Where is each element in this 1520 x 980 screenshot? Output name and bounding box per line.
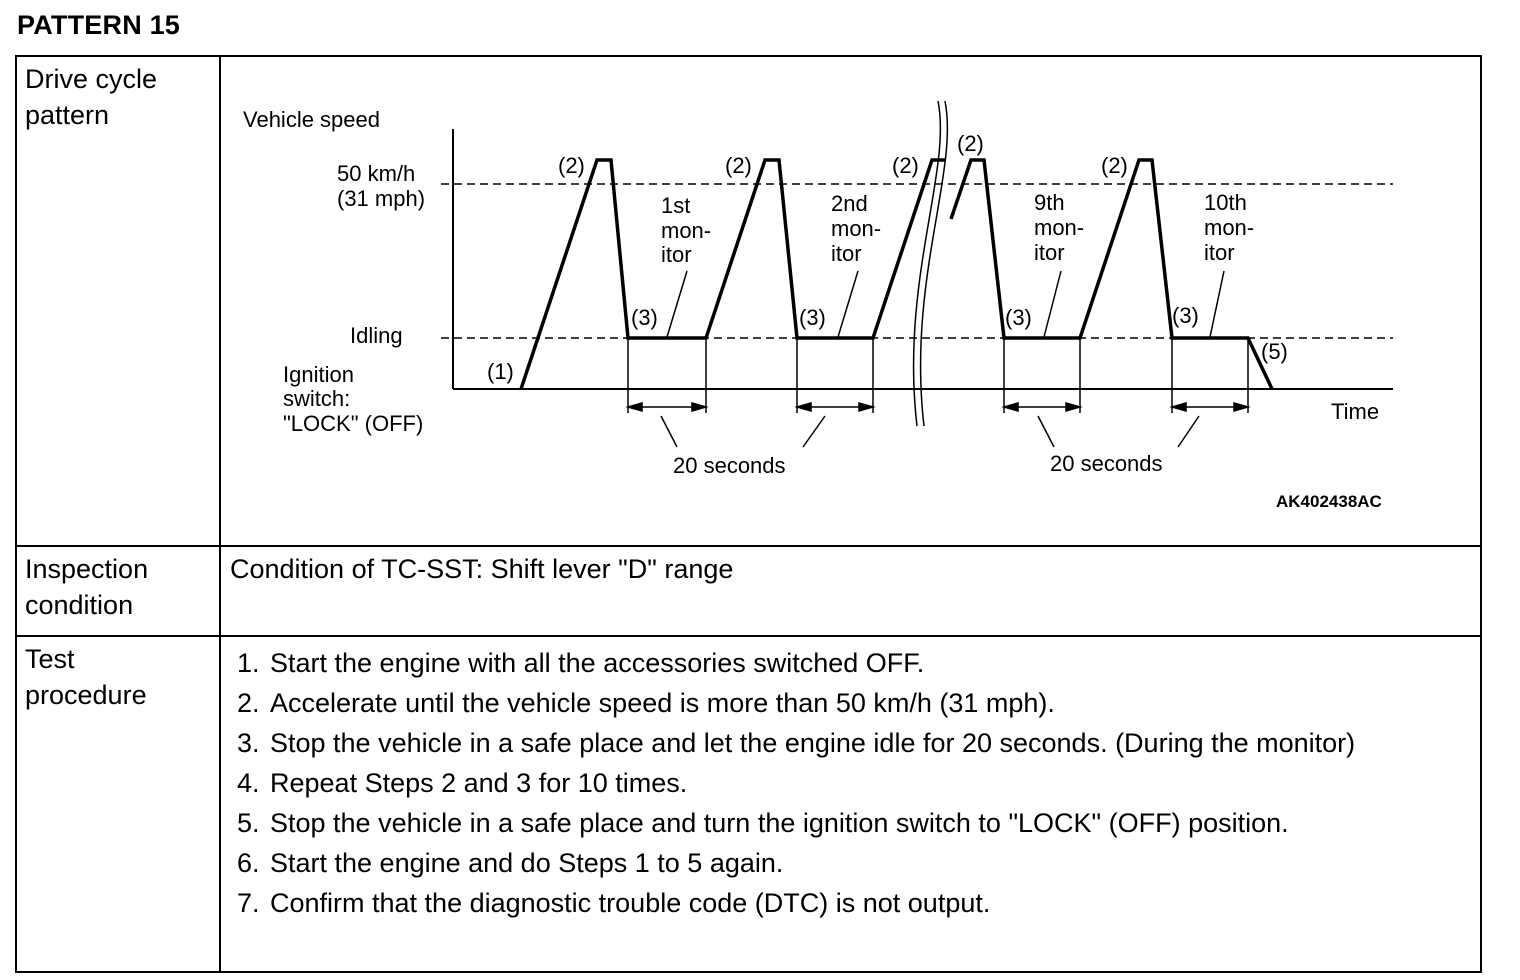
procedure-step: 2. Accelerate until the vehicle speed is … <box>237 685 1480 721</box>
idle-interval-bracket <box>794 338 876 413</box>
speed-level-label: (31 mph) <box>337 186 425 211</box>
step-marker: (2) <box>892 153 919 178</box>
step-text: Start the engine and do Steps 1 to 5 aga… <box>270 848 784 878</box>
pattern-table: Drive cycle pattern <box>15 55 1482 973</box>
step-marker: (2) <box>558 153 585 178</box>
step-marker: (3) <box>631 305 658 330</box>
inspection-cell: Condition of TC-SST: Shift lever "D" ran… <box>219 545 1482 637</box>
inspection-label: Inspection condition <box>25 554 149 620</box>
step-marker: (1) <box>487 359 514 384</box>
step-number: 5. <box>237 808 260 838</box>
leader-lines <box>660 270 1225 448</box>
monitor-label: 9th <box>1034 190 1065 215</box>
procedure-step: 5. Stop the vehicle in a safe place and t… <box>237 805 1480 841</box>
row-label-cell: Test procedure <box>15 635 221 973</box>
idle-interval-bracket <box>1169 338 1251 413</box>
x-axis-label: Time <box>1331 399 1379 424</box>
monitor-label: itor <box>831 241 862 266</box>
procedure-step: 6. Start the engine and do Steps 1 to 5 a… <box>237 845 1480 881</box>
table-row: Drive cycle pattern <box>15 55 1482 547</box>
step-number: 1. <box>237 648 260 678</box>
test-procedure-label: Test procedure <box>25 644 147 710</box>
step-marker: (2) <box>1101 153 1128 178</box>
step-marker: (3) <box>1172 303 1199 328</box>
step-text: Confirm that the diagnostic trouble code… <box>270 888 991 918</box>
table-row: Test procedure 1. Start the engine with a… <box>15 635 1482 973</box>
time-break-mark <box>912 100 942 427</box>
step-number: 2. <box>237 688 260 718</box>
monitor-label: mon- <box>1034 215 1084 240</box>
procedure-step: 3. Stop the vehicle in a safe place and l… <box>237 725 1480 761</box>
row-label-cell: Inspection condition <box>15 545 221 637</box>
monitor-label: 10th <box>1204 190 1247 215</box>
inspection-condition-text: Condition of TC-SST: Shift lever "D" ran… <box>230 554 734 584</box>
step-marker: (5) <box>1261 339 1288 364</box>
idle-interval-bracket <box>625 338 709 413</box>
step-number: 3. <box>237 728 260 758</box>
monitor-label: itor <box>1204 240 1235 265</box>
step-marker: (3) <box>799 305 826 330</box>
monitor-label: mon- <box>661 218 711 243</box>
ignition-label: Ignition <box>283 362 354 387</box>
step-number: 6. <box>237 848 260 878</box>
step-text: Accelerate until the vehicle speed is mo… <box>270 688 1055 718</box>
step-number: 7. <box>237 888 260 918</box>
monitor-label: itor <box>661 242 692 267</box>
step-marker: (2) <box>725 153 752 178</box>
step-text: Stop the vehicle in a safe place and let… <box>270 728 1356 758</box>
monitor-label: mon- <box>831 216 881 241</box>
procedure-step: 1. Start the engine with all the accessor… <box>237 645 1480 681</box>
drive-cycle-label: Drive cycle pattern <box>25 64 158 130</box>
procedure-steps: 1. Start the engine with all the accessor… <box>221 637 1480 921</box>
time-break-mark <box>919 100 949 427</box>
drive-cycle-diagram: Vehicle speed 50 km/h (31 mph) Idling Ig… <box>243 100 1393 511</box>
duration-label: 20 seconds <box>1050 451 1163 476</box>
step-marker: (2) <box>957 131 984 156</box>
step-text: Stop the vehicle in a safe place and tur… <box>270 808 1289 838</box>
diagram-cell: Vehicle speed 50 km/h (31 mph) Idling Ig… <box>219 55 1482 547</box>
page-title: PATTERN 15 <box>17 10 181 40</box>
monitor-label: mon- <box>1204 215 1254 240</box>
procedure-step: 7. Confirm that the diagnostic trouble co… <box>237 885 1480 921</box>
duration-label: 20 seconds <box>673 453 786 478</box>
monitor-label: 1st <box>661 193 690 218</box>
ignition-label: "LOCK" (OFF) <box>283 411 423 436</box>
monitor-label: itor <box>1034 240 1065 265</box>
ignition-label: switch: <box>283 386 350 411</box>
idle-interval-bracket <box>1001 338 1083 413</box>
step-number: 4. <box>237 768 260 798</box>
step-text: Start the engine with all the accessorie… <box>270 648 925 678</box>
speed-level-label: 50 km/h <box>337 161 415 186</box>
speed-trace <box>949 158 1274 390</box>
y-axis-label: Vehicle speed <box>243 107 380 132</box>
procedure-cell: 1. Start the engine with all the accessor… <box>219 635 1482 973</box>
figure-code: AK402438AC <box>1276 492 1382 511</box>
speed-trace <box>519 158 945 390</box>
step-text: Repeat Steps 2 and 3 for 10 times. <box>270 768 688 798</box>
monitor-label: 2nd <box>831 191 868 216</box>
idle-label: Idling <box>350 323 403 348</box>
step-marker: (3) <box>1005 305 1032 330</box>
row-label-cell: Drive cycle pattern <box>15 55 221 547</box>
table-row: Inspection condition Condition of TC-SST… <box>15 545 1482 637</box>
procedure-step: 4. Repeat Steps 2 and 3 for 10 times. <box>237 765 1480 801</box>
